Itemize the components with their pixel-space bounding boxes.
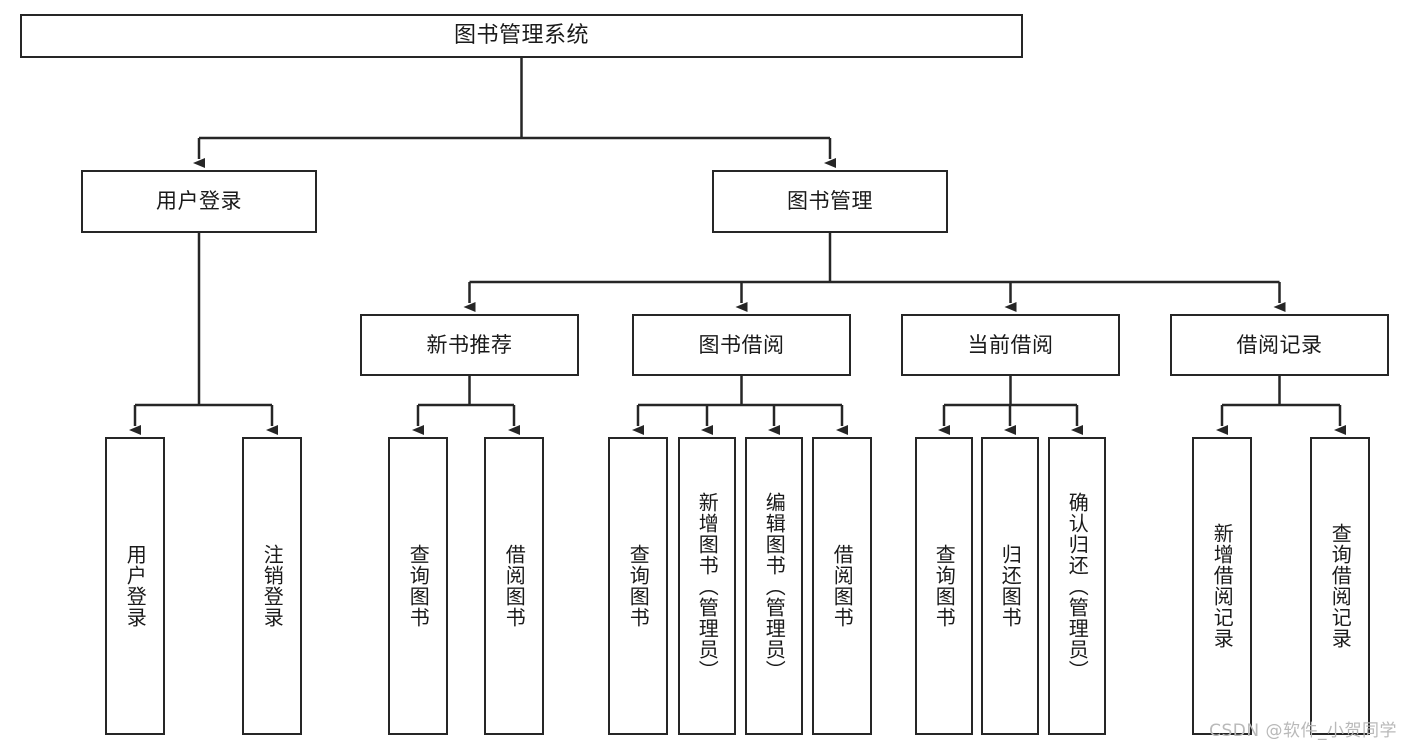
node-leaf-add-book[interactable]: 新增图书（管理员） <box>678 437 736 735</box>
node-leaf-return-book[interactable]: 归还图书 <box>981 437 1039 735</box>
node-label: 用户登录 <box>123 544 148 628</box>
node-label: 确认归还（管理员） <box>1065 491 1090 681</box>
node-label: 图书管理系统 <box>453 23 589 49</box>
node-leaf-query-record[interactable]: 查询借阅记录 <box>1310 437 1370 735</box>
node-leaf-edit-book[interactable]: 编辑图书（管理员） <box>745 437 803 735</box>
node-label: 编辑图书（管理员） <box>762 491 787 681</box>
node-book-manage[interactable]: 图书管理 <box>712 170 948 233</box>
node-label: 归还图书 <box>998 544 1023 628</box>
node-label: 新增借阅记录 <box>1210 523 1235 649</box>
node-label: 注销登录 <box>260 544 285 628</box>
node-label: 图书借阅 <box>698 332 785 357</box>
node-book-borrow[interactable]: 图书借阅 <box>632 314 851 376</box>
node-current-borrow[interactable]: 当前借阅 <box>901 314 1120 376</box>
node-label: 新书推荐 <box>426 332 513 357</box>
node-leaf-borrow-book-2[interactable]: 借阅图书 <box>812 437 872 735</box>
node-leaf-confirm-return[interactable]: 确认归还（管理员） <box>1048 437 1106 735</box>
node-new-book-rec[interactable]: 新书推荐 <box>360 314 579 376</box>
edge-group <box>129 58 1346 435</box>
node-label: 新增图书（管理员） <box>695 491 720 681</box>
node-label: 当前借阅 <box>967 332 1054 357</box>
node-label: 查询图书 <box>626 544 651 628</box>
node-leaf-borrow-book-1[interactable]: 借阅图书 <box>484 437 544 735</box>
node-label: 查询图书 <box>932 544 957 628</box>
node-label: 借阅记录 <box>1236 332 1323 357</box>
node-leaf-logout[interactable]: 注销登录 <box>242 437 302 735</box>
node-leaf-user-login[interactable]: 用户登录 <box>105 437 165 735</box>
node-label: 借阅图书 <box>830 544 855 628</box>
node-label: 用户登录 <box>156 189 242 214</box>
node-leaf-add-record[interactable]: 新增借阅记录 <box>1192 437 1252 735</box>
node-label: 查询借阅记录 <box>1328 523 1353 649</box>
node-leaf-query-book-1[interactable]: 查询图书 <box>388 437 448 735</box>
node-label: 图书管理 <box>787 189 873 214</box>
node-borrow-record[interactable]: 借阅记录 <box>1170 314 1389 376</box>
node-leaf-query-book-3[interactable]: 查询图书 <box>915 437 973 735</box>
node-label: 查询图书 <box>406 544 431 628</box>
node-user-login[interactable]: 用户登录 <box>81 170 317 233</box>
node-root[interactable]: 图书管理系统 <box>20 14 1023 58</box>
node-leaf-query-book-2[interactable]: 查询图书 <box>608 437 668 735</box>
node-label: 借阅图书 <box>502 544 527 628</box>
